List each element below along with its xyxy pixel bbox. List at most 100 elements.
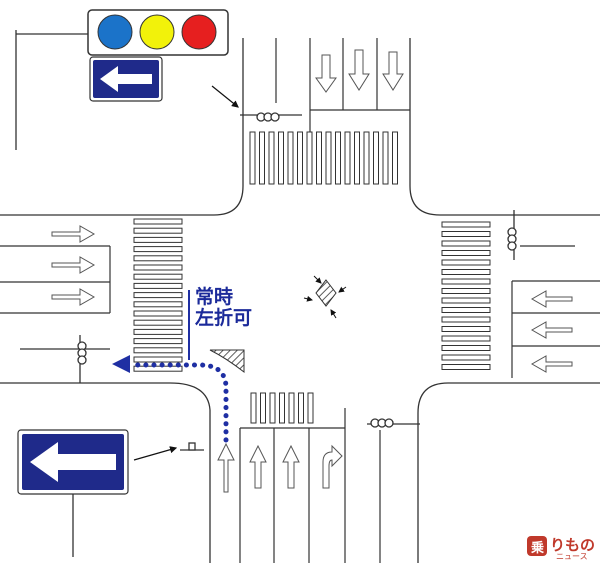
crosswalk-stripe (441, 354, 491, 361)
left-arrow-sign-large-icon (17, 429, 129, 495)
crosswalk-stripe (344, 131, 351, 185)
route-arrow-icon (112, 290, 229, 443)
lane-arrows (51, 49, 573, 493)
diamond-marking-icon (303, 275, 347, 319)
crosswalk-stripe (133, 218, 183, 225)
crosswalk-stripe (316, 131, 322, 185)
crosswalk-stripe (133, 310, 183, 317)
lane-arrow-north-3 (382, 51, 404, 91)
left-arrow-sign-icon (89, 56, 163, 102)
crosswalk-stripe (133, 356, 183, 363)
crosswalk-stripe (382, 131, 389, 185)
crosswalk-stripe (441, 326, 491, 332)
crosswalk-stripe (441, 221, 491, 228)
crosswalk-stripe (298, 392, 304, 424)
crosswalk-stripe (269, 392, 276, 424)
south-west-curb (0, 382, 211, 563)
crosswalk-stripe (133, 301, 183, 308)
crosswalk-stripe (307, 392, 314, 424)
signal-yellow-lamp (139, 14, 175, 50)
lane-arrow-west-1 (51, 225, 96, 243)
crosswalk-stripe (279, 392, 285, 424)
crosswalk-stripe (287, 131, 294, 185)
crosswalk-stripe (133, 246, 183, 253)
crosswalk-stripe (133, 292, 183, 299)
crosswalk-stripe (133, 347, 183, 354)
crosswalk-stripe (249, 131, 256, 185)
crosswalk-south (250, 392, 314, 424)
pointer-arrow-top (211, 85, 239, 108)
label-line-1: 常時 (195, 286, 234, 308)
crosswalk-stripe (441, 231, 491, 237)
lane-arrow-south-4 (322, 444, 343, 489)
lane-arrow-east-1 (530, 290, 573, 308)
crosswalk-stripe (306, 131, 313, 185)
watermark-main: りもの (550, 536, 596, 554)
crosswalk-stripe (441, 316, 491, 323)
north-road-left-edge (0, 38, 244, 216)
crosswalk-stripe (133, 273, 183, 280)
lane-arrow-west-2 (51, 256, 96, 274)
crosswalk-stripe (288, 392, 295, 424)
crosswalk-stripe (133, 236, 183, 243)
crosswalk-stripe (363, 131, 370, 185)
crosswalk-stripe (392, 131, 398, 185)
crosswalk-stripe (441, 335, 491, 342)
north-road-right-edge (409, 38, 600, 216)
crosswalk-stripe (335, 131, 341, 185)
crosswalk-stripe (441, 288, 491, 294)
lane-arrow-south-3 (282, 444, 300, 489)
crosswalk-stripe (373, 131, 379, 185)
crosswalk-stripe (133, 227, 183, 234)
crosswalk-stripe (133, 264, 183, 271)
lane-arrow-west-3 (51, 288, 96, 306)
crosswalk-east (441, 221, 491, 370)
crosswalk-stripe (278, 131, 284, 185)
crosswalk-stripe (268, 131, 275, 185)
lane-arrow-north-2 (348, 49, 370, 91)
crosswalk-stripe (441, 240, 491, 247)
crosswalk-stripe (133, 282, 183, 289)
crosswalk-stripe (325, 131, 332, 185)
pointer-arrow-bottom (133, 446, 178, 461)
south-east-curb (417, 382, 600, 563)
crosswalk-stripe (441, 250, 491, 256)
crosswalk-west (133, 218, 183, 372)
crosswalk-stripe (297, 131, 303, 185)
traffic-light-icon (87, 9, 229, 56)
crosswalk-stripe (133, 319, 183, 326)
crosswalk-stripe (133, 338, 183, 345)
lane-arrow-east-2 (530, 321, 573, 339)
crosswalk-stripe (259, 131, 265, 185)
signal-poles (15, 30, 517, 557)
crosswalk-stripe (260, 392, 266, 424)
crosswalk-stripe (250, 392, 257, 424)
lane-arrow-south-2 (249, 444, 267, 489)
crosswalk-stripe (441, 297, 491, 304)
crosswalk-north (249, 131, 398, 185)
lane-arrow-east-3 (530, 355, 573, 373)
crosswalk-stripe (441, 364, 491, 370)
label-line-2: 左折可 (195, 307, 253, 329)
crosswalk-stripe (133, 255, 183, 262)
crosswalk-stripe (441, 345, 491, 351)
always-left-turn-label: 常時 左折可 (195, 287, 252, 329)
crosswalk-stripe (441, 307, 491, 313)
crosswalk-stripe (441, 259, 491, 266)
signal-red-lamp (181, 14, 217, 50)
watermark-sub: ニュース (556, 552, 588, 561)
road-edges (0, 38, 600, 563)
crosswalk-stripe (133, 365, 183, 372)
crosswalk-stripe (354, 131, 360, 185)
lane-arrow-south-1 (217, 442, 235, 493)
lane-arrow-north-1 (315, 54, 337, 93)
watermark-badge-char: 乗 (531, 541, 545, 556)
signal-blue-lamp (97, 14, 133, 50)
crosswalk-stripe (441, 269, 491, 275)
lane-lines (0, 38, 600, 563)
watermark-badge (527, 536, 547, 556)
crosswalk-stripe (133, 328, 183, 335)
crosswalk-stripe (441, 278, 491, 285)
